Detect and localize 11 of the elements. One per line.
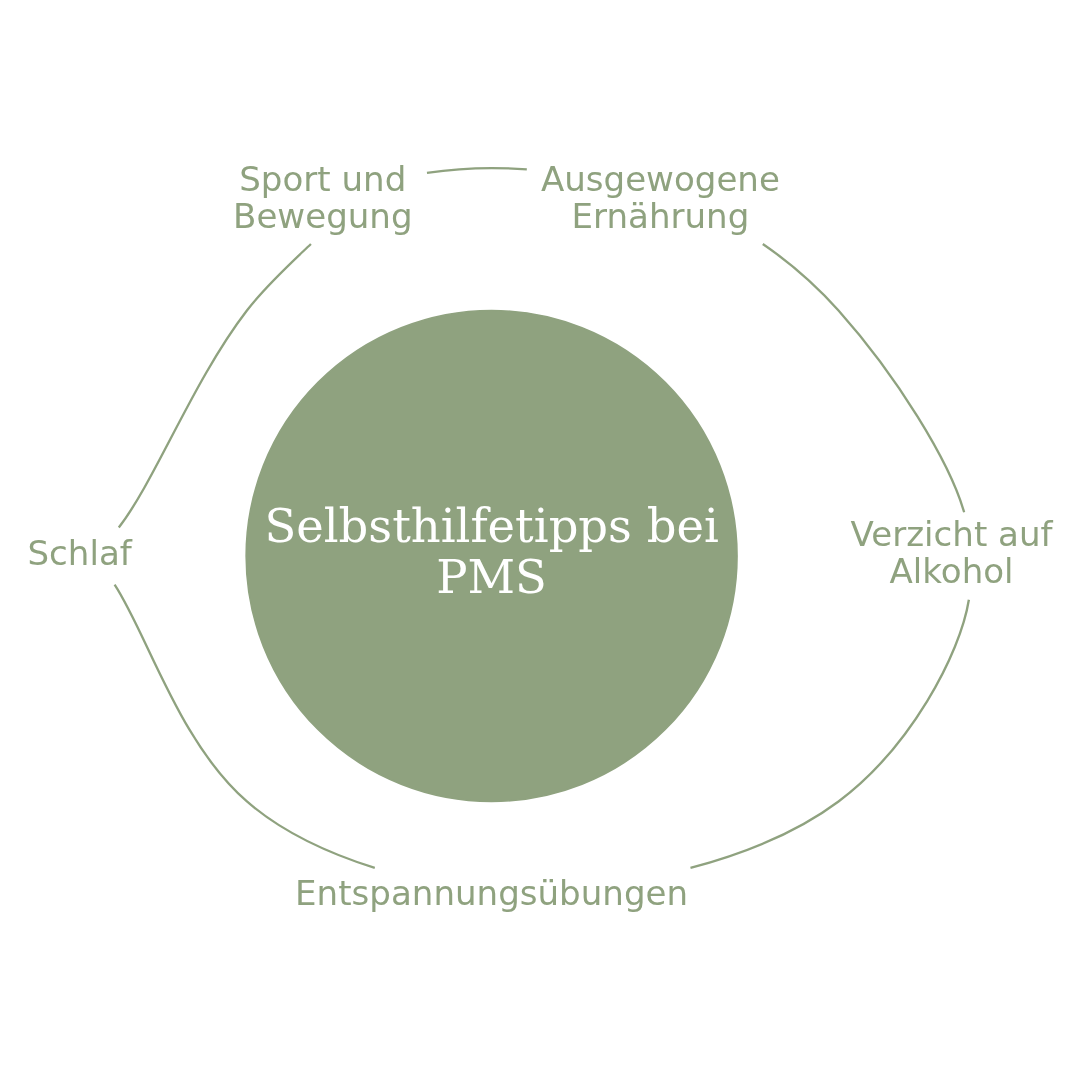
node-text: Schlaf — [27, 532, 132, 573]
connector — [690, 599, 970, 869]
node-text: Verzicht auf Alkohol — [850, 513, 1053, 591]
connector — [113, 583, 376, 869]
connector — [426, 166, 527, 174]
node-text: Sport und Bewegung — [233, 158, 413, 236]
node-text: Ausgewogene Ernährung — [540, 158, 780, 236]
node-text: Entspannungsübungen — [295, 872, 689, 913]
connector — [117, 242, 312, 528]
node-circle: Selbsthilfetipps bei PMS — [245, 309, 738, 802]
connector — [762, 242, 966, 513]
